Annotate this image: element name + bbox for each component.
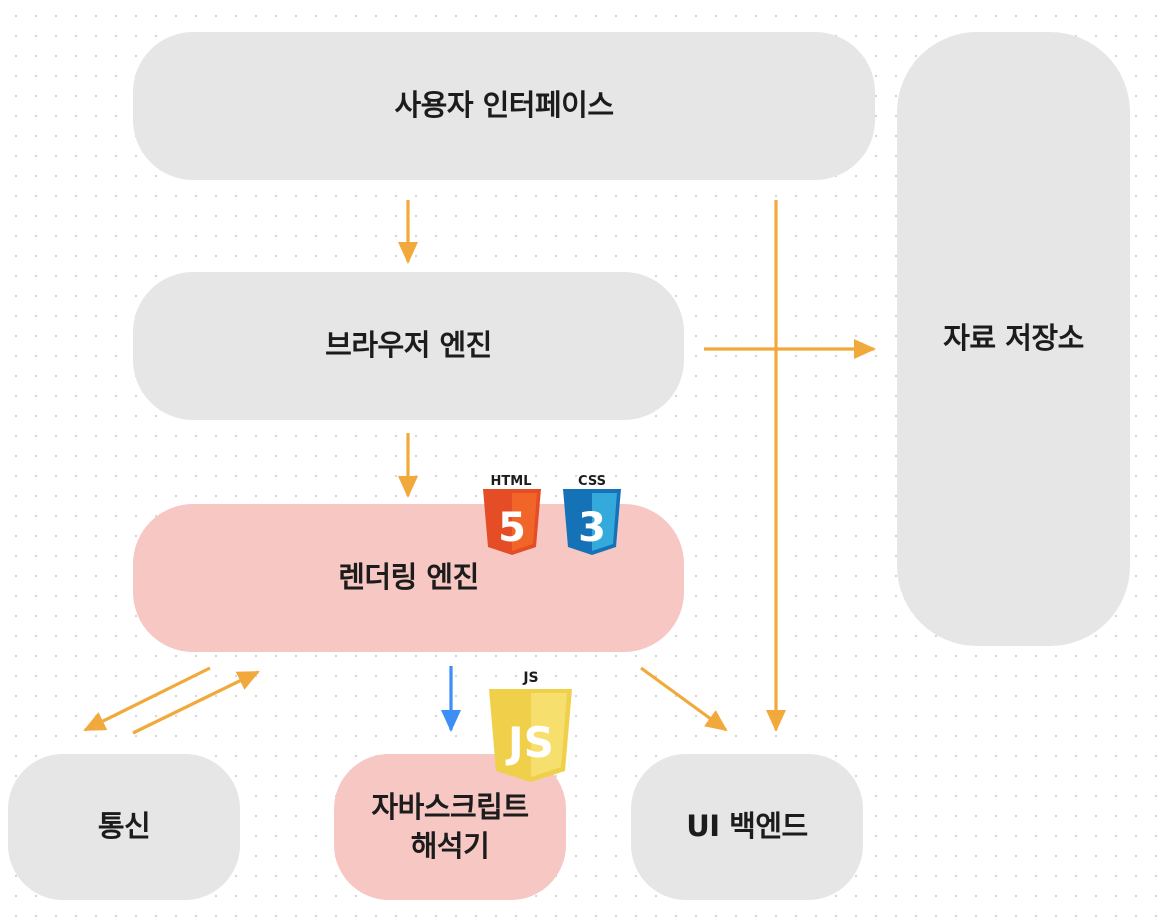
browser-engine-label: 브라우저 엔진 bbox=[325, 328, 492, 363]
css-badge-caption: CSS bbox=[578, 474, 606, 489]
javascript-icon: JS JS bbox=[489, 670, 572, 782]
ui-box: 사용자 인터페이스 bbox=[133, 32, 875, 180]
data-storage-label: 자료 저장소 bbox=[943, 321, 1084, 356]
css-badge-glyph: 3 bbox=[578, 505, 606, 551]
js-interpreter-label: 자바스크립트 해석기 bbox=[371, 789, 529, 863]
html5-icon: HTML 5 bbox=[483, 474, 541, 555]
ui-backend-box: UI 백엔드 bbox=[631, 754, 863, 900]
data-storage-box: 자료 저장소 bbox=[897, 32, 1130, 646]
js-interpreter-box: 자바스크립트 해석기 bbox=[334, 754, 566, 900]
html-badge-glyph: 5 bbox=[498, 505, 526, 551]
networking-label: 통신 bbox=[97, 809, 151, 844]
css3-icon: CSS 3 bbox=[563, 474, 621, 555]
html-badge-caption: HTML bbox=[491, 474, 532, 489]
ui-backend-label: UI 백엔드 bbox=[686, 809, 808, 844]
browser-engine-box: 브라우저 엔진 bbox=[133, 272, 684, 420]
js-badge-caption: JS bbox=[522, 670, 538, 686]
networking-box: 통신 bbox=[8, 754, 240, 900]
js-badge-glyph: JS bbox=[505, 718, 554, 767]
ui-label: 사용자 인터페이스 bbox=[394, 88, 614, 123]
arrow-rendering-engine-to-networking bbox=[83, 666, 211, 732]
arrow-networking-to-rendering-engine bbox=[132, 670, 260, 735]
rendering-engine-label: 렌더링 엔진 bbox=[338, 560, 479, 595]
arrow-rendering-engine-to-ui-backend bbox=[640, 666, 728, 732]
